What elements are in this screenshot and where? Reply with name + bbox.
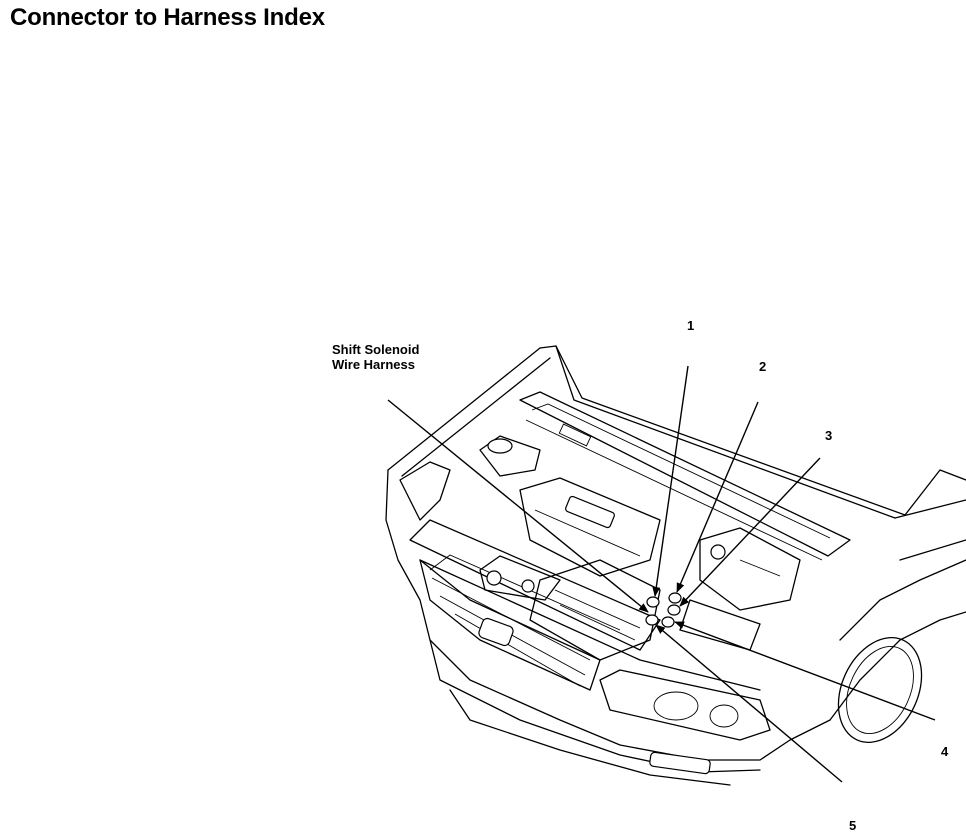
- engine-cover: [519, 477, 661, 661]
- harness-label-line-1: Shift Solenoid: [332, 342, 420, 357]
- connector-1: [646, 596, 660, 608]
- vehicle-body: [385, 469, 966, 761]
- grille: [419, 559, 601, 691]
- callout-4: 4: [941, 744, 949, 759]
- leader-3: [679, 457, 821, 607]
- page-title: Connector to Harness Index: [10, 4, 325, 31]
- callout-1: 1: [687, 318, 695, 333]
- coolant-reservoir: [479, 435, 541, 477]
- connector-3: [667, 604, 681, 616]
- front-bulkhead: [399, 461, 761, 691]
- callout-2: 2: [759, 359, 767, 374]
- callout-5: 5: [849, 818, 857, 833]
- headlight-right: [599, 669, 771, 741]
- air-cleaner: [679, 527, 801, 651]
- connector-5: [645, 614, 659, 626]
- leader-lines: [387, 365, 936, 783]
- battery: [479, 555, 561, 601]
- harness-label-line-2: Wire Harness: [332, 357, 415, 372]
- hood: [387, 345, 966, 519]
- leader-4: [674, 621, 936, 721]
- leader-2: [676, 401, 759, 593]
- cowl-panel: [519, 391, 851, 561]
- leader-1: [652, 365, 689, 597]
- callout-3: 3: [825, 428, 833, 443]
- leader-5: [655, 624, 843, 783]
- connector-4: [661, 616, 675, 628]
- harness-label: Shift Solenoid Wire Harness: [332, 342, 419, 372]
- leader-harness: [387, 399, 649, 613]
- front-bumper: [429, 639, 761, 786]
- connector-2: [668, 592, 682, 604]
